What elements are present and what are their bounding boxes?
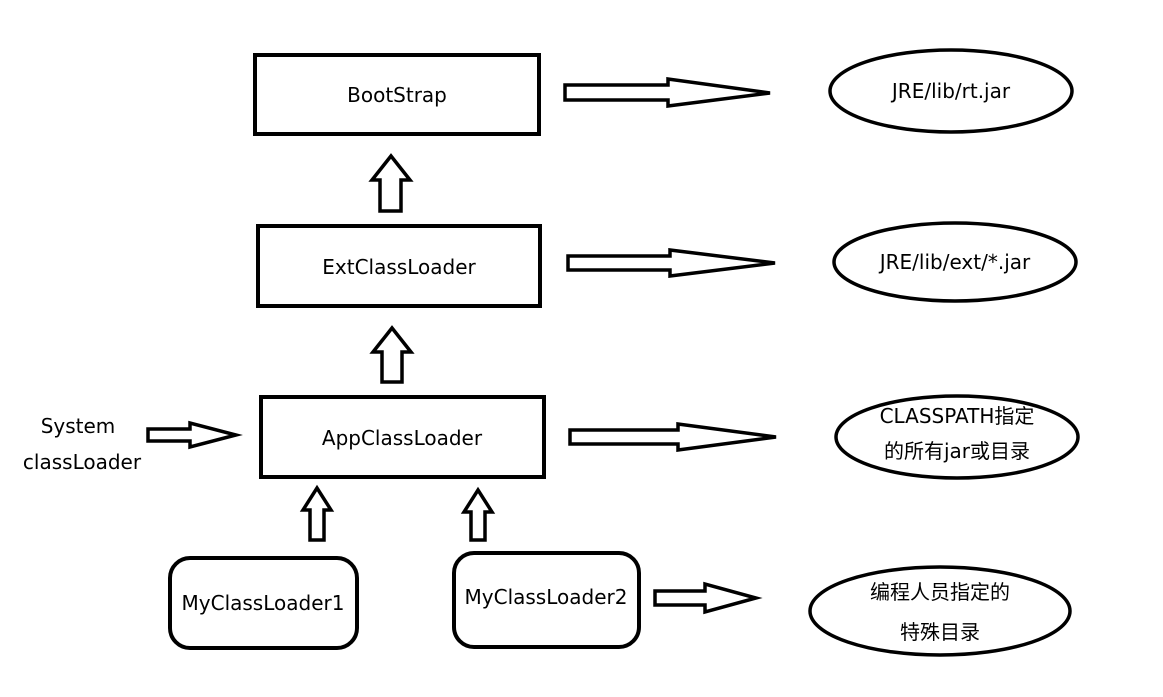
arrow-ext-to-bootstrap [368,153,414,213]
custom-dir-target: 编程人员指定的 特殊目录 [808,565,1072,657]
arrow-ext-to-ext-jar [566,248,776,278]
classpath-target: CLASSPATH指定 的所有jar或目录 [834,394,1080,480]
arrow-my2-to-app [460,486,496,542]
arrow-app-to-ext [369,325,415,384]
rt-jar-target: JRE/lib/rt.jar [828,48,1074,134]
custom-dir-label-line2: 特殊目录 [900,620,980,644]
arrow-my1-to-app [299,484,335,542]
arrow-my2-to-custom [653,581,763,615]
system-label-line2: classLoader [23,450,142,474]
custom-dir-label-line1: 编程人员指定的 [870,580,1010,604]
bootstrap-label: BootStrap [347,83,447,107]
arrow-bootstrap-to-rt [563,76,771,108]
bootstrap-node: BootStrap [253,53,541,136]
classpath-label-line2: 的所有jar或目录 [884,439,1030,463]
my-classloader2-node: MyClassLoader2 [452,551,641,649]
my-classloader1-node: MyClassLoader1 [168,556,359,650]
ext-jar-label: JRE/lib/ext/*.jar [878,250,1031,274]
classpath-label-line1: CLASSPATH指定 [880,404,1035,428]
arrow-system-to-app [146,420,243,450]
rt-jar-label: JRE/lib/rt.jar [890,79,1011,103]
ext-classloader-label: ExtClassLoader [322,255,476,279]
system-classloader-label: System classLoader [23,414,142,474]
app-classloader-node: AppClassLoader [259,395,546,479]
my-classloader2-label: MyClassLoader2 [465,585,628,609]
system-label-line1: System [41,414,116,438]
my-classloader1-label: MyClassLoader1 [182,591,345,615]
app-classloader-label: AppClassLoader [322,426,483,450]
ext-classloader-node: ExtClassLoader [256,224,542,308]
arrow-app-to-classpath [568,422,777,452]
ext-jar-target: JRE/lib/ext/*.jar [832,221,1078,303]
